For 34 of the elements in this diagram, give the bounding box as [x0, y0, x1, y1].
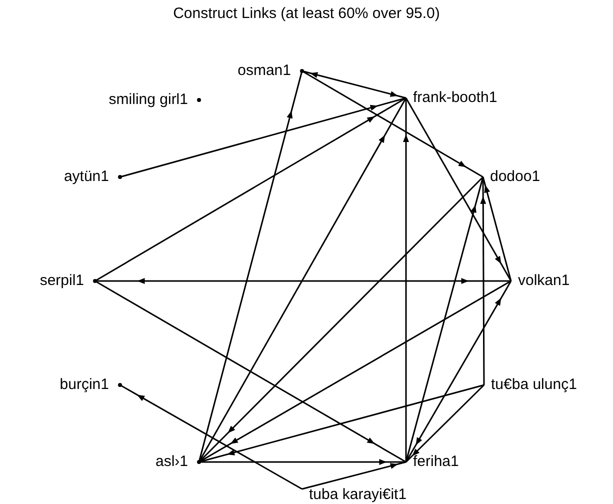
arrow — [94, 97, 406, 282]
chart-title: Construct Links (at least 60% over 95.0) — [172, 4, 441, 24]
node-label: tu€ba ulunç1 — [491, 375, 577, 395]
node-label: serpil1 — [40, 271, 84, 291]
arrow — [405, 98, 512, 282]
node-label: asl›1 — [155, 452, 188, 472]
arrow — [95, 278, 511, 284]
arrow — [198, 70, 303, 462]
node-label: volkan1 — [518, 271, 570, 291]
arrow — [403, 98, 409, 462]
arrow — [405, 280, 512, 462]
arrow — [302, 461, 406, 490]
arrow — [198, 384, 484, 463]
node-label: burçin1 — [60, 375, 109, 395]
node-label: smiling girl1 — [108, 90, 188, 110]
arrow — [405, 384, 485, 463]
node-label: aytün1 — [64, 167, 109, 187]
arrow — [198, 176, 484, 463]
arrow — [94, 280, 406, 463]
node-label: tuba karayi€it1 — [309, 485, 407, 504]
arrow — [199, 459, 406, 465]
node-label: dodoo1 — [490, 167, 540, 187]
arrow — [198, 280, 512, 463]
node-label: osman1 — [238, 61, 291, 81]
arrow — [120, 97, 406, 178]
arrow — [198, 98, 407, 462]
arrow — [302, 70, 406, 99]
arrow — [120, 384, 302, 490]
arrow — [482, 176, 512, 282]
arrow — [480, 177, 486, 385]
arrow — [405, 176, 484, 462]
node-label: feriha1 — [413, 452, 459, 472]
arrow — [302, 70, 484, 178]
node-label: frank-booth1 — [413, 88, 498, 108]
